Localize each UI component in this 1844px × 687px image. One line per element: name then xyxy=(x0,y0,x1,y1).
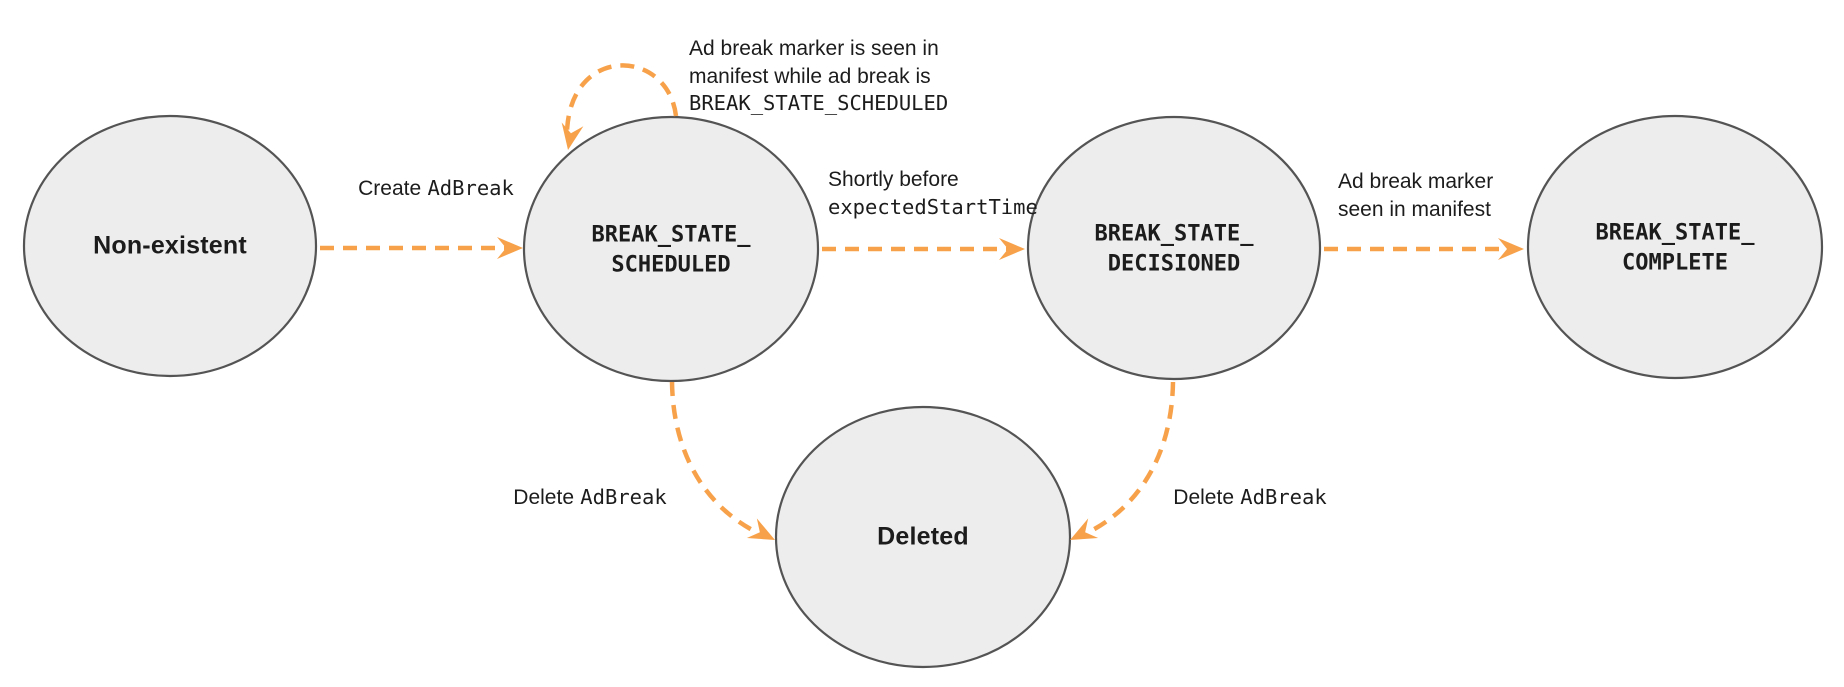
state-node-break-state-decisioned xyxy=(1026,115,1322,381)
state-node-non-existent xyxy=(22,114,318,378)
edge-delete-from-scheduled xyxy=(669,381,760,536)
arrowhead-self-loop-icon xyxy=(561,122,584,150)
state-label-non-existent: Non-existent xyxy=(93,231,247,260)
state-label-break-state-complete: BREAK_STATE_ COMPLETE xyxy=(1595,220,1755,275)
state-node-deleted xyxy=(774,405,1072,669)
edge-label-self-loop: Ad break marker is seen in manifest whil… xyxy=(689,37,949,116)
edge-self-loop-scheduled xyxy=(564,63,679,133)
arrowhead-delete-from-scheduled-icon xyxy=(746,518,775,540)
state-label-break-state-decisioned: BREAK_STATE_ DECISIONED xyxy=(1094,221,1254,276)
arrowhead-delete-from-decisioned-icon xyxy=(1070,518,1099,540)
edge-delete-from-decisioned xyxy=(1085,381,1176,536)
arrowhead-to-complete-icon xyxy=(1498,238,1524,260)
state-label-deleted: Deleted xyxy=(877,522,969,551)
state-node-break-state-scheduled xyxy=(522,115,820,383)
arrowhead-to-decisioned-icon xyxy=(999,238,1025,260)
arrowhead-create-adbreak-icon xyxy=(497,237,523,259)
state-node-break-state-complete xyxy=(1526,114,1824,380)
edge-label-marker-seen: Ad break marker seen in manifest xyxy=(1338,170,1494,221)
state-label-break-state-scheduled: BREAK_STATE_ SCHEDULED xyxy=(591,222,751,277)
edge-label-shortly-before: Shortly before expectedStartTime xyxy=(828,168,1038,219)
